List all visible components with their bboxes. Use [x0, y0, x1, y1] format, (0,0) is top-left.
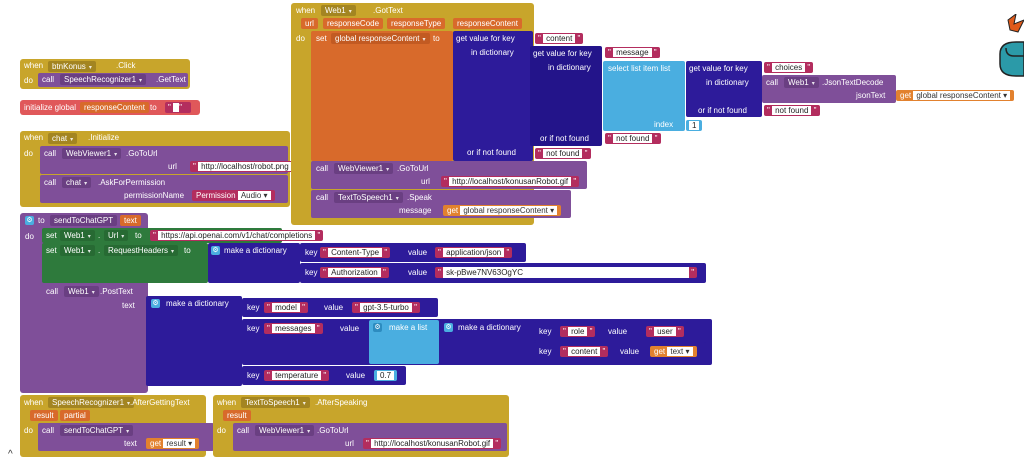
do-keyword: do [24, 76, 33, 85]
openai-url-text[interactable]: " https://api.openai.com/v1/chat/complet… [150, 230, 324, 241]
get-value-for-key-choices[interactable]: get value for key in dictionary or if no… [686, 61, 762, 117]
key-role[interactable]: " role " [560, 326, 596, 337]
key-message-text[interactable]: " message " [605, 47, 660, 58]
initialize-global-block[interactable]: initialize global responseContent to " " [20, 100, 200, 115]
set-global-responsecontent-block[interactable]: set global responseContent▾ to [311, 31, 453, 161]
get-value-for-key-content[interactable]: get value for key in dictionary or if no… [453, 31, 533, 161]
event-block-afterspeaking[interactable]: when TextToSpeech1▾ .AfterSpeaking resul… [213, 395, 509, 457]
gear-icon[interactable]: ⚙ [373, 323, 382, 332]
key-model[interactable]: " model " [264, 302, 308, 313]
component-dropdown-speechrecognizer1[interactable]: SpeechRecognizer1▾ [60, 74, 147, 85]
get-global-responsecontent[interactable]: get global responseContent ▾ [896, 90, 1015, 101]
url-konusanrobot-text[interactable]: " http://localhost/konusanRobot.gif " [441, 176, 580, 187]
call-texttospeech-speak[interactable]: call TextToSpeech1▾ .Speak message get g… [311, 190, 571, 218]
get-global-responsecontent-speak[interactable]: get global responseContent ▾ [443, 205, 562, 216]
param-url[interactable]: url [301, 18, 318, 29]
key-temperature[interactable]: " temperature " [264, 370, 330, 381]
value-gpt-model[interactable]: " gpt-3.5-turbo " [352, 302, 420, 313]
param-result[interactable]: result [30, 410, 58, 421]
url-konusanrobot-b7[interactable]: " http://localhost/konusanRobot.gif " [363, 438, 502, 449]
procedure-param-text[interactable]: text [120, 215, 141, 226]
call-webviewer-gotourl-b7[interactable]: call WebViewer1▾ .GoToUrl url " http://l… [233, 423, 507, 451]
event-block-btnkonus-click[interactable]: when btnKonus▾ .Click do call SpeechReco… [20, 59, 190, 89]
gear-icon[interactable]: ⚙ [25, 216, 34, 225]
call-sendtochatgpt[interactable]: call sendToChatGPT▾ text get result ▾ [38, 423, 214, 451]
key-messages[interactable]: " messages " [264, 323, 323, 334]
component-dropdown-web1[interactable]: Web1▾ [321, 5, 356, 16]
pair-content[interactable]: key " content " value get text ▾ [534, 342, 706, 362]
get-text-var[interactable]: get text ▾ [650, 346, 697, 357]
call-block-speechrecognizer-gettext[interactable]: call SpeechRecognizer1▾ .GetText [38, 73, 188, 87]
component-dropdown-web1-post[interactable]: Web1▾ [64, 286, 99, 297]
value-temperature[interactable]: 0.7 [374, 370, 398, 381]
pair-role[interactable]: key " role " value " user " [534, 322, 688, 341]
call-block-webviewer-gotourl[interactable]: call WebViewer1▾ .GoToUrl url " http://l… [40, 146, 300, 174]
select-list-item-block[interactable]: select list item list index [603, 61, 685, 131]
key-content-type[interactable]: " Content-Type " [320, 247, 391, 258]
property-dropdown-url[interactable]: Url▾ [104, 230, 129, 241]
param-result-b7[interactable]: result [223, 410, 251, 421]
component-dropdown-webviewer1[interactable]: WebViewer1▾ [62, 148, 122, 159]
call-web1-posttext[interactable]: call Web1▾ .PostText text [42, 284, 146, 384]
make-dictionary-message[interactable]: ⚙ make a dictionary [440, 320, 534, 364]
value-api-key[interactable]: " sk-pBwe7NV63OgYC " [435, 267, 697, 278]
event-block-afterGettingText[interactable]: when SpeechRecognizer1▾ .AfterGettingTex… [20, 395, 214, 457]
key-content[interactable]: " content " [560, 346, 609, 357]
component-dropdown-web1-json[interactable]: Web1▾ [784, 77, 819, 88]
component-dropdown-web1-headers[interactable]: Web1▾ [60, 245, 95, 256]
empty-text-block[interactable]: " " [165, 102, 191, 113]
notfound-text-1[interactable]: " not found " [535, 148, 591, 159]
set-web1-requestheaders[interactable]: set Web1▾ . RequestHeaders▾ to [42, 243, 208, 283]
param-partial[interactable]: partial [60, 410, 90, 421]
chevron-up-icon[interactable]: ^ [8, 449, 13, 460]
pair-temperature[interactable]: key " temperature " value 0.7 [242, 366, 406, 385]
call-block-chat-askforpermission[interactable]: call chat▾ .AskForPermission permissionN… [40, 175, 288, 203]
key-choices-text[interactable]: " choices " [764, 62, 814, 73]
pair-content-type[interactable]: key " Content-Type " value " application… [300, 243, 526, 262]
value-user[interactable]: " user " [646, 326, 684, 337]
permission-block[interactable]: Permission Audio ▾ [192, 190, 275, 201]
component-dropdown-tts1[interactable]: TextToSpeech1▾ [334, 192, 403, 203]
backpack-icon[interactable] [994, 14, 1024, 80]
make-dictionary-headers[interactable]: ⚙ make a dictionary [208, 243, 300, 283]
notfound-text-3[interactable]: " not found " [764, 105, 820, 116]
component-dropdown-btnkonus[interactable]: btnKonus▾ [48, 61, 96, 72]
component-dropdown-tts1-b7[interactable]: TextToSpeech1▾ [241, 397, 310, 408]
value-application-json[interactable]: " application/json " [435, 247, 513, 258]
make-a-list-block[interactable]: ⚙ make a list [369, 320, 439, 364]
gear-icon[interactable]: ⚙ [151, 299, 160, 308]
component-dropdown-chat-call[interactable]: chat▾ [62, 177, 92, 188]
key-authorization[interactable]: " Authorization " [320, 267, 389, 278]
gear-icon[interactable]: ⚙ [211, 246, 220, 255]
component-dropdown-speechrecognizer1-b6[interactable]: SpeechRecognizer1▾ [48, 397, 135, 408]
pair-authorization[interactable]: key " Authorization " value " sk-pBwe7NV… [300, 263, 706, 283]
component-dropdown-chat[interactable]: chat▾ [48, 133, 78, 144]
when-keyword: when [24, 61, 44, 70]
index-number[interactable]: 1 [686, 120, 703, 131]
notfound-text-2[interactable]: " not found " [605, 133, 661, 144]
get-result-var[interactable]: get result ▾ [146, 438, 200, 449]
param-responsetype[interactable]: responseType [387, 18, 446, 29]
property-dropdown-requestheaders[interactable]: RequestHeaders▾ [104, 245, 179, 256]
component-dropdown-web1-url[interactable]: Web1▾ [60, 230, 95, 241]
event-block-chat-initialize[interactable]: when chat▾ .Initialize do call WebViewer… [20, 131, 300, 207]
component-dropdown-webviewer1-b4[interactable]: WebViewer1▾ [334, 163, 394, 174]
procedure-name-field[interactable]: sendToChatGPT [50, 215, 118, 226]
set-var-dropdown[interactable]: global responseContent▾ [331, 33, 430, 44]
event-name: .Click [116, 61, 136, 70]
url-text-block[interactable]: " http://localhost/robot.png " [190, 161, 300, 172]
param-responsecode[interactable]: responseCode [323, 18, 384, 29]
gear-icon[interactable]: ⚙ [444, 323, 453, 332]
component-dropdown-webviewer1-b7[interactable]: WebViewer1▾ [255, 425, 315, 436]
pair-model[interactable]: key " model " value " gpt-3.5-turbo " [242, 298, 438, 317]
make-dictionary-body[interactable]: ⚙ make a dictionary [146, 296, 242, 386]
param-responsecontent[interactable]: responseContent [453, 18, 522, 29]
get-value-for-key-message[interactable]: get value for key in dictionary or if no… [530, 46, 602, 146]
procedure-dropdown-sendtochatgpt[interactable]: sendToChatGPT▾ [60, 425, 134, 436]
global-var-name-field[interactable]: responseContent [80, 102, 149, 113]
call-webviewer-gotourl-gottext[interactable]: call WebViewer1▾ .GoToUrl url " http://l… [311, 161, 587, 189]
key-content-text[interactable]: " content " [535, 33, 584, 44]
call-web1-jsontextdecode[interactable]: call Web1▾ .JsonTextDecode jsonText [762, 75, 896, 103]
